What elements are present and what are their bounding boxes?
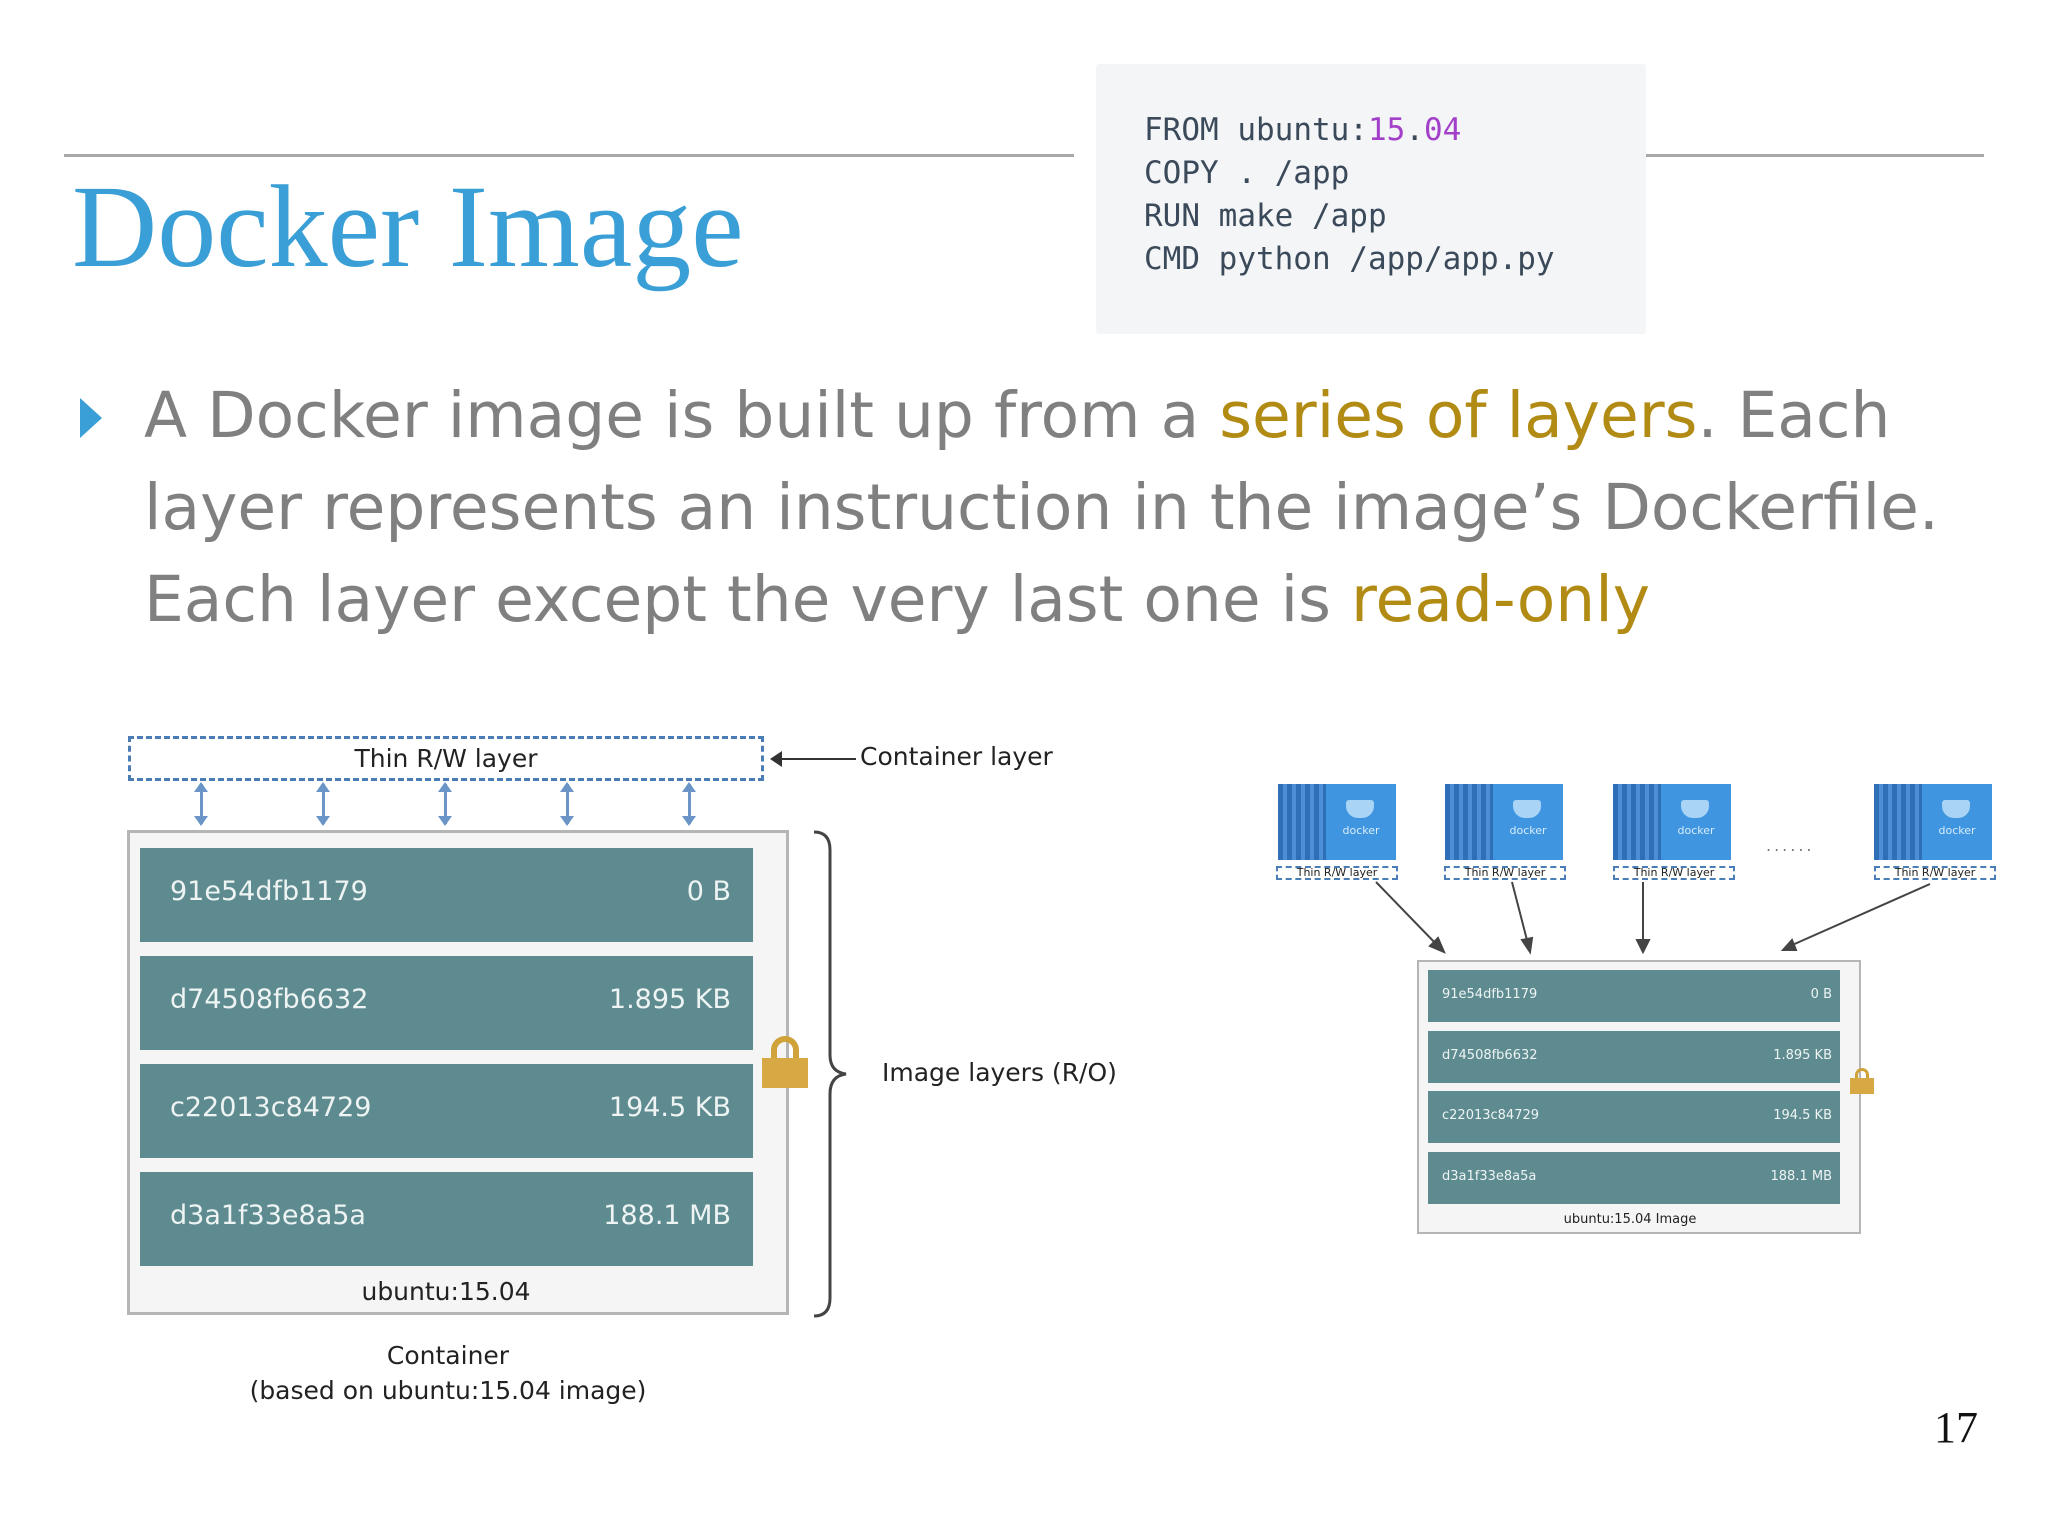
header-rule-left xyxy=(64,154,1074,157)
highlight-read-only: read-only xyxy=(1350,563,1651,636)
code-line-run: RUN make /app xyxy=(1144,198,1387,234)
code-line-cmd: CMD python /app/app.py xyxy=(1144,241,1555,277)
rw-arrow-4 xyxy=(560,782,574,826)
page-number: 17 xyxy=(1934,1403,1978,1452)
diagram-caption: Container(based on ubuntu:15.04 image) xyxy=(249,1341,647,1405)
rw-arrow-5 xyxy=(682,782,696,826)
image-layers-label: Image layers (R/O) xyxy=(882,1058,1117,1087)
code-line-copy: COPY . /app xyxy=(1144,155,1350,191)
slide-title: Docker Image xyxy=(72,161,744,292)
docker-container-icon: docker xyxy=(1445,784,1563,860)
container-layer-label: Container layer xyxy=(860,742,1053,771)
docker-container-icon: docker xyxy=(1874,784,1992,860)
container-thin-rw-layer: Thin R/W layer xyxy=(1613,866,1735,880)
shared-image-name-label: ubuntu:15.04 Image xyxy=(1563,1212,1697,1227)
highlight-series-of-layers: series of layers xyxy=(1219,379,1698,452)
image-name-label: ubuntu:15.04 xyxy=(361,1277,531,1306)
triangle-bullet-icon xyxy=(80,398,102,438)
more-containers-ellipsis: ...... xyxy=(1766,836,1815,855)
dockerfile-code-block: FROM ubuntu:15.04 COPY . /app RUN make /… xyxy=(1096,64,1646,334)
container-thin-rw-layer: Thin R/W layer xyxy=(1874,866,1996,880)
header-rule-right xyxy=(1646,154,1984,157)
thin-rw-layer: Thin R/W layer xyxy=(128,736,764,781)
rw-arrow-3 xyxy=(438,782,452,826)
container-thin-rw-layer: Thin R/W layer xyxy=(1444,866,1566,880)
rw-arrow-1 xyxy=(194,782,208,826)
rw-arrow-2 xyxy=(316,782,330,826)
container-layer-arrow xyxy=(770,751,856,767)
docker-container-icon: docker xyxy=(1613,784,1731,860)
container-thin-rw-layer: Thin R/W layer xyxy=(1276,866,1398,880)
bullet-text: A Docker image is built up from a series… xyxy=(144,379,1939,636)
code-line-from: FROM ubuntu:15.04 xyxy=(1144,112,1462,148)
docker-container-icon: docker xyxy=(1278,784,1396,860)
